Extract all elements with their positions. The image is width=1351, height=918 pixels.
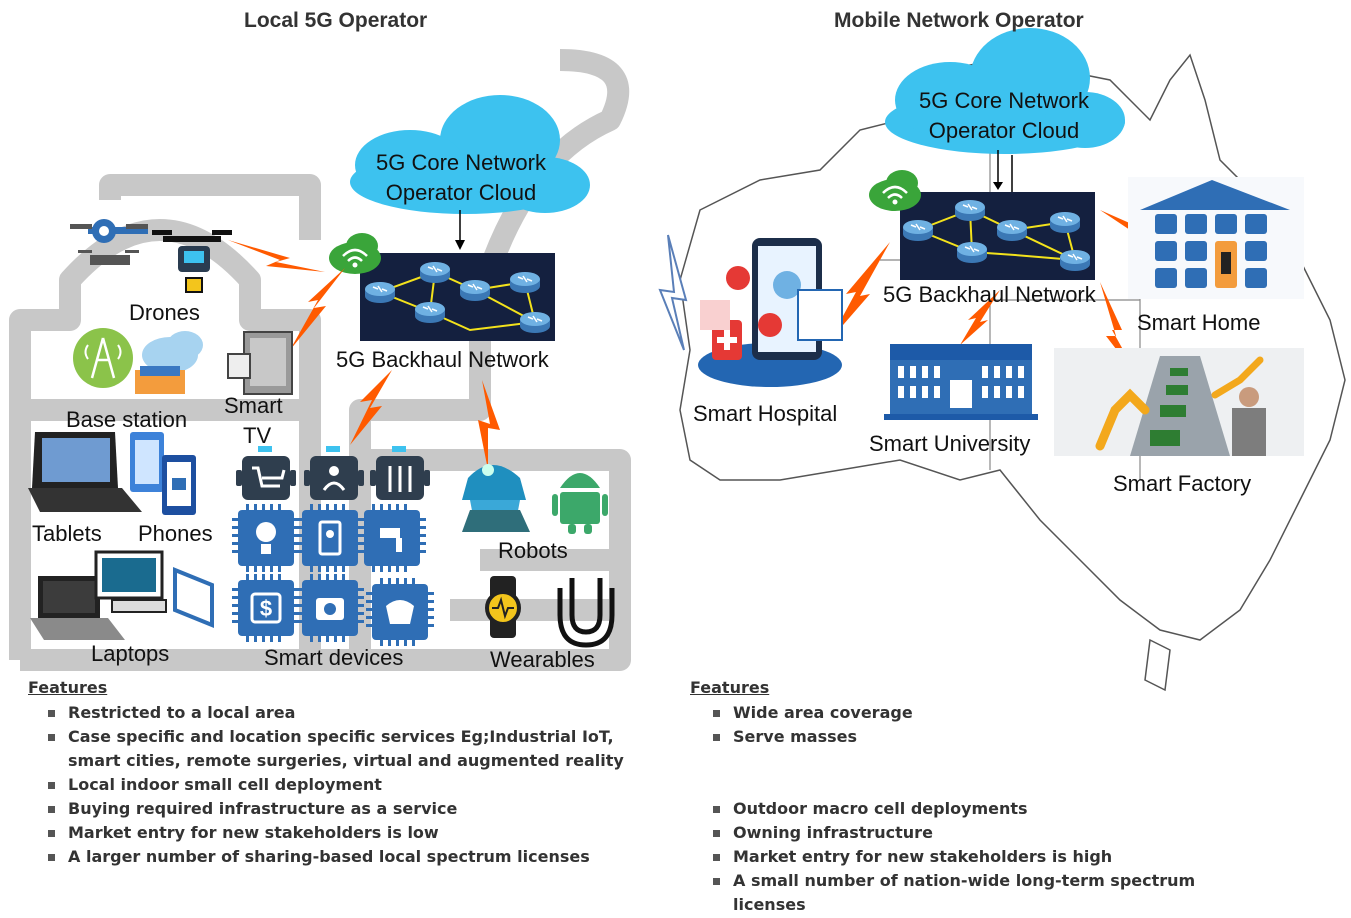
right-backhaul-network bbox=[900, 192, 1095, 280]
android-icon bbox=[552, 473, 608, 534]
left-features: Features Restricted to a local area Case… bbox=[26, 678, 666, 869]
left-feature-item: Buying required infrastructure as a serv… bbox=[42, 797, 632, 821]
left-features-heading: Features bbox=[28, 678, 108, 697]
smart-home-icon bbox=[1128, 177, 1304, 299]
right-cloud-icon bbox=[885, 28, 1125, 154]
wearables-label: Wearables bbox=[490, 647, 595, 672]
robots-label: Robots bbox=[498, 538, 568, 563]
phones-label: Phones bbox=[138, 521, 213, 546]
smart-tv-label-1: Smart bbox=[224, 393, 283, 418]
drones-label: Drones bbox=[129, 300, 200, 325]
left-cloud-label: 5G Core Network Operator Cloud bbox=[356, 148, 566, 208]
university-icon bbox=[884, 344, 1038, 420]
wearable-earbuds-icon bbox=[557, 578, 615, 648]
left-feature-item: Local indoor small cell deployment bbox=[42, 773, 632, 797]
left-backhaul-label: 5G Backhaul Network bbox=[336, 347, 549, 372]
smart-tv-icon bbox=[227, 331, 293, 395]
base-station-label: Base station bbox=[66, 407, 188, 432]
smart-tv-label-2: TV bbox=[243, 423, 272, 448]
lightning-icon bbox=[228, 240, 500, 470]
right-feature-item: Owning infrastructure bbox=[707, 821, 1267, 845]
right-cloud-line2: Operator Cloud bbox=[928, 118, 1080, 143]
watch-icon bbox=[485, 576, 521, 638]
smart-hospital-label: Smart Hospital bbox=[693, 401, 838, 426]
left-cloud-line2: Operator Cloud bbox=[385, 180, 537, 205]
right-wifi-cloud-icon bbox=[869, 170, 921, 211]
tablets-label: Tablets bbox=[32, 521, 102, 546]
right-feature-item: Market entry for new stakeholders is hig… bbox=[707, 845, 1267, 869]
smart-university-label: Smart University bbox=[869, 431, 1031, 456]
right-feature-item: A small number of nation-wide long-term … bbox=[707, 869, 1267, 917]
smart-devices-label: Smart devices bbox=[264, 645, 404, 670]
right-feature-item: Serve masses bbox=[707, 725, 1267, 749]
left-backhaul-network bbox=[360, 253, 555, 341]
smart-factory-label: Smart Factory bbox=[1113, 471, 1252, 496]
hospital-icon bbox=[698, 238, 843, 387]
laptops-label: Laptops bbox=[91, 641, 170, 666]
tablet-icon bbox=[28, 432, 142, 512]
right-feature-item: Outdoor macro cell deployments bbox=[707, 797, 1267, 821]
base-station-icon bbox=[73, 328, 203, 394]
smart-device-tiles: $ bbox=[232, 446, 434, 646]
robot-icon bbox=[462, 464, 530, 532]
svg-text:$: $ bbox=[260, 596, 272, 621]
phone-icon bbox=[130, 432, 196, 515]
right-cloud-line1: 5G Core Network bbox=[919, 88, 1089, 113]
smart-home-label: Smart Home bbox=[1137, 310, 1261, 335]
right-feature-item: Wide area coverage bbox=[707, 701, 1267, 725]
right-features-heading: Features bbox=[690, 678, 770, 697]
factory-icon bbox=[1054, 348, 1304, 456]
left-feature-item: Market entry for new stakeholders is low bbox=[42, 821, 632, 845]
left-cloud-line1: 5G Core Network bbox=[376, 150, 546, 175]
laptop-icon bbox=[30, 550, 214, 640]
drone-icon bbox=[70, 219, 232, 293]
left-feature-item: Case specific and location specific serv… bbox=[42, 725, 632, 773]
right-features: Features Wide area coverage Serve masses… bbox=[690, 678, 1310, 917]
right-cloud-label: 5G Core Network Operator Cloud bbox=[893, 86, 1115, 146]
left-cloud-icon bbox=[350, 95, 590, 214]
left-title: Local 5G Operator bbox=[244, 9, 428, 32]
left-feature-item: Restricted to a local area bbox=[42, 701, 632, 725]
right-title: Mobile Network Operator bbox=[834, 9, 1084, 32]
right-backhaul-label: 5G Backhaul Network bbox=[883, 282, 1096, 307]
left-wifi-cloud-icon bbox=[329, 233, 381, 274]
left-feature-item: A larger number of sharing-based local s… bbox=[42, 845, 632, 869]
